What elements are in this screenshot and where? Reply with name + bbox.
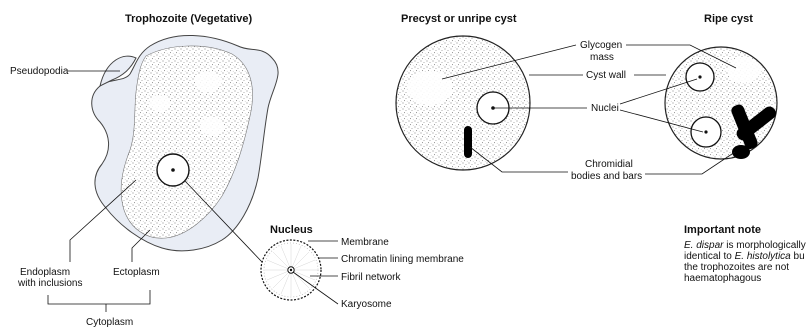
note-line-2: identical to E. histolytica bu [684, 251, 809, 262]
endoplasm-label-line2: with inclusions [17, 278, 82, 289]
important-note-body: E. dispar is morphologically identical t… [684, 240, 809, 284]
trophozoite-heading: Trophozoite (Vegetative) [125, 13, 252, 25]
cytoplasm-label: Cytoplasm [86, 317, 133, 328]
precyst-chromidial-bar [464, 126, 472, 158]
pseudopodia-label: Pseudopodia [10, 66, 69, 77]
nuclei-label: Nuclei [591, 103, 619, 114]
note-line-3: the trophozoites are not [684, 262, 809, 273]
inclusion-vacuole [200, 117, 224, 135]
note-line-1-text: is morphologically [723, 240, 805, 251]
trophozoite-karyosome [171, 168, 175, 172]
cytoplasm-bracket [48, 290, 150, 304]
fibril-label: Fibril network [341, 272, 401, 283]
precyst-cyst [396, 36, 530, 170]
note-line-4: haematophagous [684, 273, 809, 284]
karyosome-label: Karyosome [341, 299, 392, 310]
ripe-cyst-karyosome [698, 75, 701, 78]
note-line-2-rest: bu [791, 251, 805, 262]
chromidial-label-line2: bodies and bars [571, 171, 642, 182]
note-species-dispar: E. dispar [684, 240, 723, 251]
glycogen-label: Glycogen [580, 40, 622, 51]
precyst-glycogen-mass [408, 71, 452, 105]
karyosome-core [290, 269, 292, 271]
nucleus-heading: Nucleus [270, 224, 313, 236]
ripe-cyst-karyosome [704, 130, 707, 133]
ectoplasm-label: Ectoplasm [113, 267, 160, 278]
ripe-cyst-glycogen [727, 57, 761, 83]
cyst-wall-label: Cyst wall [586, 70, 626, 81]
precyst-heading: Precyst or unripe cyst [401, 13, 517, 25]
inclusion-vacuole [195, 72, 221, 92]
endoplasm-label: Endoplasm [20, 267, 70, 278]
ripe-cyst-heading: Ripe cyst [704, 13, 753, 25]
chromidial-label: Chromidial [585, 159, 633, 170]
inclusion-vacuole [150, 96, 170, 112]
note-species-histolytica: E. histolytica [735, 251, 791, 262]
ripe-cyst [665, 47, 777, 159]
glycogen-label-line2: mass [590, 52, 614, 63]
membrane-label: Membrane [341, 237, 389, 248]
important-note-title: Important note [684, 224, 761, 236]
note-line-1: E. dispar is morphologically [684, 240, 809, 251]
chromatin-label: Chromatin lining membrane [341, 254, 464, 265]
note-line-2-pre: identical to [684, 251, 735, 262]
